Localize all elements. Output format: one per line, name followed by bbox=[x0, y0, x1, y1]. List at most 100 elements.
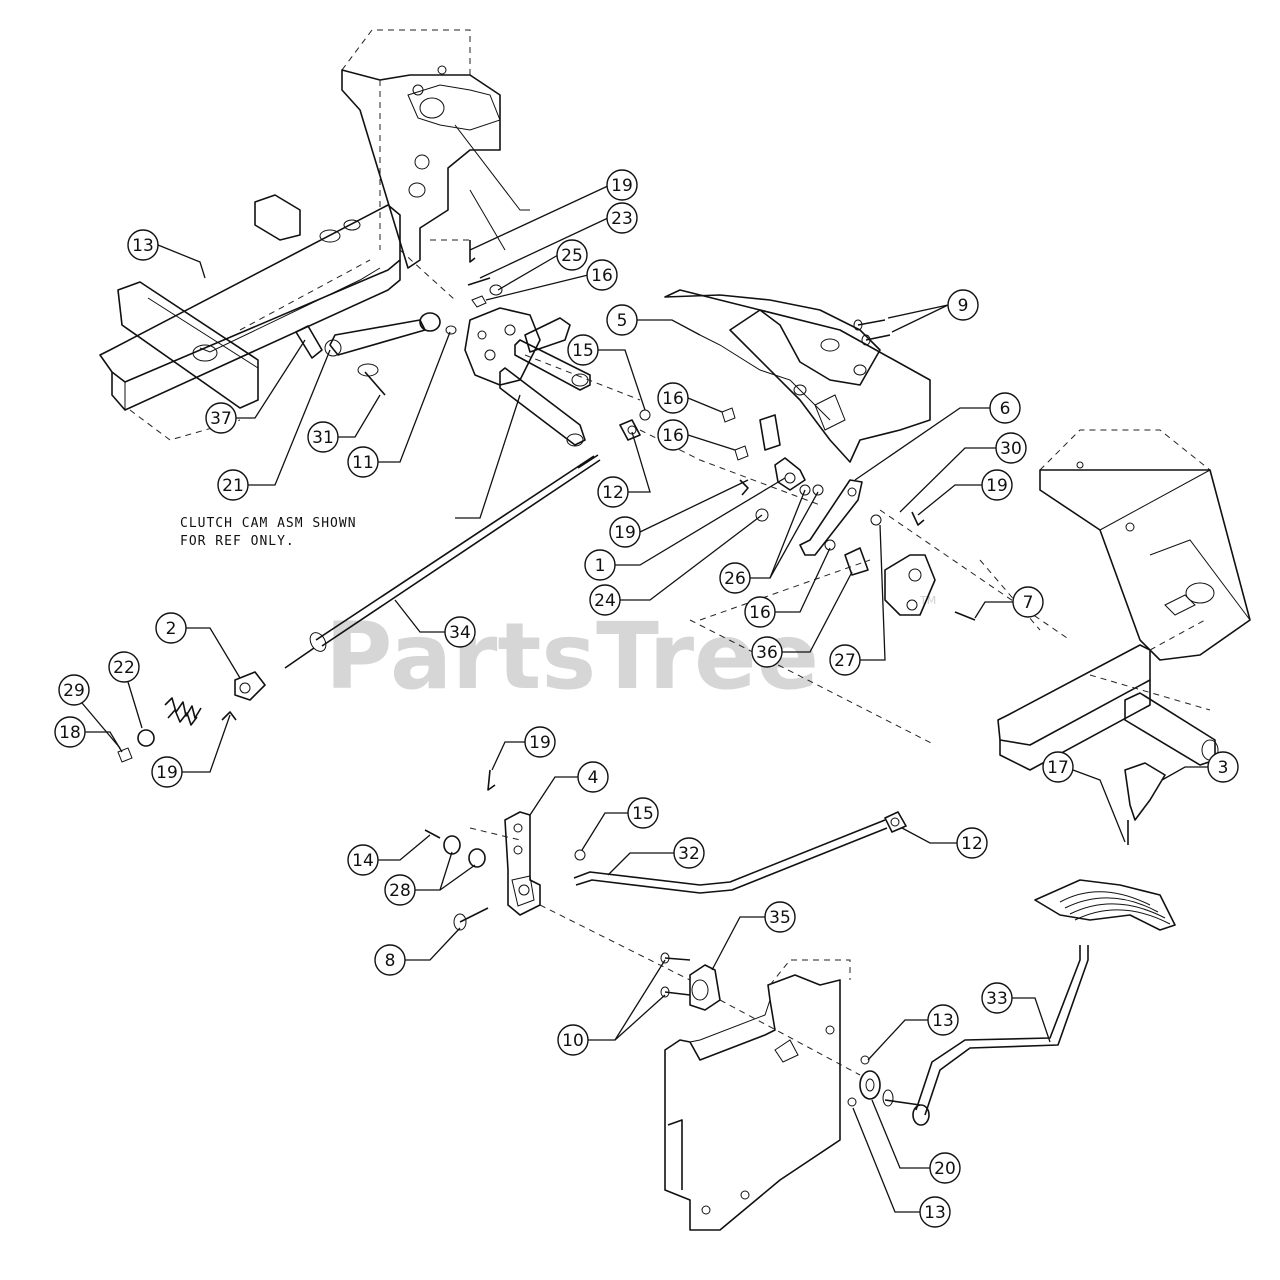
svg-text:22: 22 bbox=[113, 658, 135, 678]
callout-19-b: 19 bbox=[917, 469, 1013, 516]
shift-plate bbox=[1034, 879, 1176, 931]
svg-text:26: 26 bbox=[724, 569, 746, 589]
svg-text:31: 31 bbox=[312, 428, 334, 448]
callout-31: 31 bbox=[307, 394, 381, 453]
svg-text:20: 20 bbox=[934, 1159, 956, 1179]
clutch-cam-assembly bbox=[295, 240, 591, 447]
callout-3: 3 bbox=[1161, 751, 1239, 783]
callout-36: 36 bbox=[751, 571, 853, 668]
svg-text:24: 24 bbox=[594, 591, 616, 611]
callout-27: 27 bbox=[829, 524, 886, 676]
callout-15-b: 15 bbox=[581, 797, 659, 851]
callout-18: 18 bbox=[54, 716, 123, 753]
callout-9: 9 bbox=[887, 289, 979, 333]
bracket-4 bbox=[424, 769, 586, 931]
svg-text:36: 36 bbox=[756, 643, 778, 663]
right-frame bbox=[997, 429, 1251, 771]
svg-text:21: 21 bbox=[222, 476, 244, 496]
callout-19-d: 19 bbox=[151, 714, 231, 788]
svg-text:4: 4 bbox=[588, 768, 599, 788]
callout-10: 10 bbox=[557, 959, 666, 1056]
callout-13-a: 13 bbox=[127, 229, 206, 279]
callout-15-a: 15 bbox=[567, 334, 646, 411]
callout-19-e: 19 bbox=[491, 726, 556, 771]
svg-text:8: 8 bbox=[385, 951, 396, 971]
svg-text:6: 6 bbox=[1000, 399, 1011, 419]
callout-28: 28 bbox=[384, 851, 476, 906]
watermark: PartsTree bbox=[325, 603, 819, 710]
svg-text:12: 12 bbox=[602, 483, 624, 503]
svg-text:13: 13 bbox=[932, 1011, 954, 1031]
svg-text:15: 15 bbox=[572, 341, 594, 361]
svg-text:34: 34 bbox=[449, 623, 471, 643]
callout-13-b: 13 bbox=[867, 1004, 959, 1061]
svg-text:12: 12 bbox=[961, 834, 983, 854]
callout-25: 25 bbox=[497, 239, 588, 291]
note-line-2: FOR REF ONLY. bbox=[180, 534, 295, 549]
callout-21: 21 bbox=[217, 349, 331, 501]
svg-text:37: 37 bbox=[210, 409, 232, 429]
svg-text:15: 15 bbox=[632, 804, 654, 824]
svg-text:19: 19 bbox=[611, 176, 633, 196]
callout-17: 17 bbox=[1042, 751, 1126, 843]
watermark-trademark: TM bbox=[919, 594, 936, 607]
svg-text:16: 16 bbox=[749, 603, 771, 623]
svg-text:32: 32 bbox=[678, 844, 700, 864]
note-leader bbox=[455, 394, 521, 519]
svg-text:13: 13 bbox=[924, 1203, 946, 1223]
callout-16-c: 16 bbox=[657, 419, 736, 451]
lower-side-plate bbox=[664, 959, 851, 1231]
svg-text:10: 10 bbox=[562, 1031, 584, 1051]
callout-29: 29 bbox=[58, 674, 121, 749]
svg-text:16: 16 bbox=[662, 389, 684, 409]
callout-32: 32 bbox=[607, 837, 705, 876]
svg-text:19: 19 bbox=[156, 763, 178, 783]
svg-text:1: 1 bbox=[595, 556, 606, 576]
svg-text:25: 25 bbox=[561, 246, 583, 266]
callout-2: 2 bbox=[155, 612, 241, 679]
svg-text:33: 33 bbox=[986, 989, 1008, 1009]
shift-knob bbox=[1124, 762, 1166, 845]
callout-35: 35 bbox=[711, 901, 796, 971]
note-line-1: CLUTCH CAM ASM SHOWN bbox=[180, 516, 357, 531]
spring-22 bbox=[164, 697, 202, 726]
svg-text:23: 23 bbox=[611, 209, 633, 229]
callout-33: 33 bbox=[981, 982, 1051, 1043]
callout-16-b: 16 bbox=[657, 382, 723, 414]
svg-text:27: 27 bbox=[834, 651, 856, 671]
svg-text:29: 29 bbox=[63, 681, 85, 701]
callout-11: 11 bbox=[347, 331, 451, 478]
svg-text:19: 19 bbox=[529, 733, 551, 753]
control-rod-34 bbox=[117, 454, 601, 763]
callout-1: 1 bbox=[584, 477, 786, 581]
svg-text:2: 2 bbox=[166, 619, 177, 639]
svg-text:35: 35 bbox=[769, 908, 791, 928]
plate-35 bbox=[660, 952, 721, 1011]
callout-14: 14 bbox=[347, 834, 431, 876]
svg-text:13: 13 bbox=[132, 236, 154, 256]
callout-6: 6 bbox=[854, 392, 1021, 481]
svg-text:19: 19 bbox=[614, 523, 636, 543]
svg-text:17: 17 bbox=[1047, 758, 1069, 778]
svg-text:28: 28 bbox=[389, 881, 411, 901]
alignment-lines bbox=[399, 249, 1071, 1076]
svg-text:18: 18 bbox=[59, 723, 81, 743]
callout-8: 8 bbox=[374, 927, 461, 976]
callout-19-top: 19 bbox=[469, 169, 638, 251]
svg-text:11: 11 bbox=[352, 453, 374, 473]
callout-16-d: 16 bbox=[744, 547, 831, 628]
callout-23: 23 bbox=[479, 202, 638, 279]
callout-19-c: 19 bbox=[609, 479, 749, 548]
svg-text:9: 9 bbox=[958, 296, 969, 316]
callout-34: 34 bbox=[394, 599, 476, 648]
svg-text:19: 19 bbox=[986, 476, 1008, 496]
callout-30: 30 bbox=[899, 432, 1027, 513]
upper-right-bracket bbox=[619, 289, 976, 621]
callout-4: 4 bbox=[529, 761, 609, 816]
svg-text:30: 30 bbox=[1000, 439, 1022, 459]
svg-text:3: 3 bbox=[1218, 758, 1229, 778]
rod-32 bbox=[573, 811, 907, 894]
callout-37: 37 bbox=[205, 339, 306, 434]
shift-lever-33 bbox=[847, 945, 1089, 1126]
